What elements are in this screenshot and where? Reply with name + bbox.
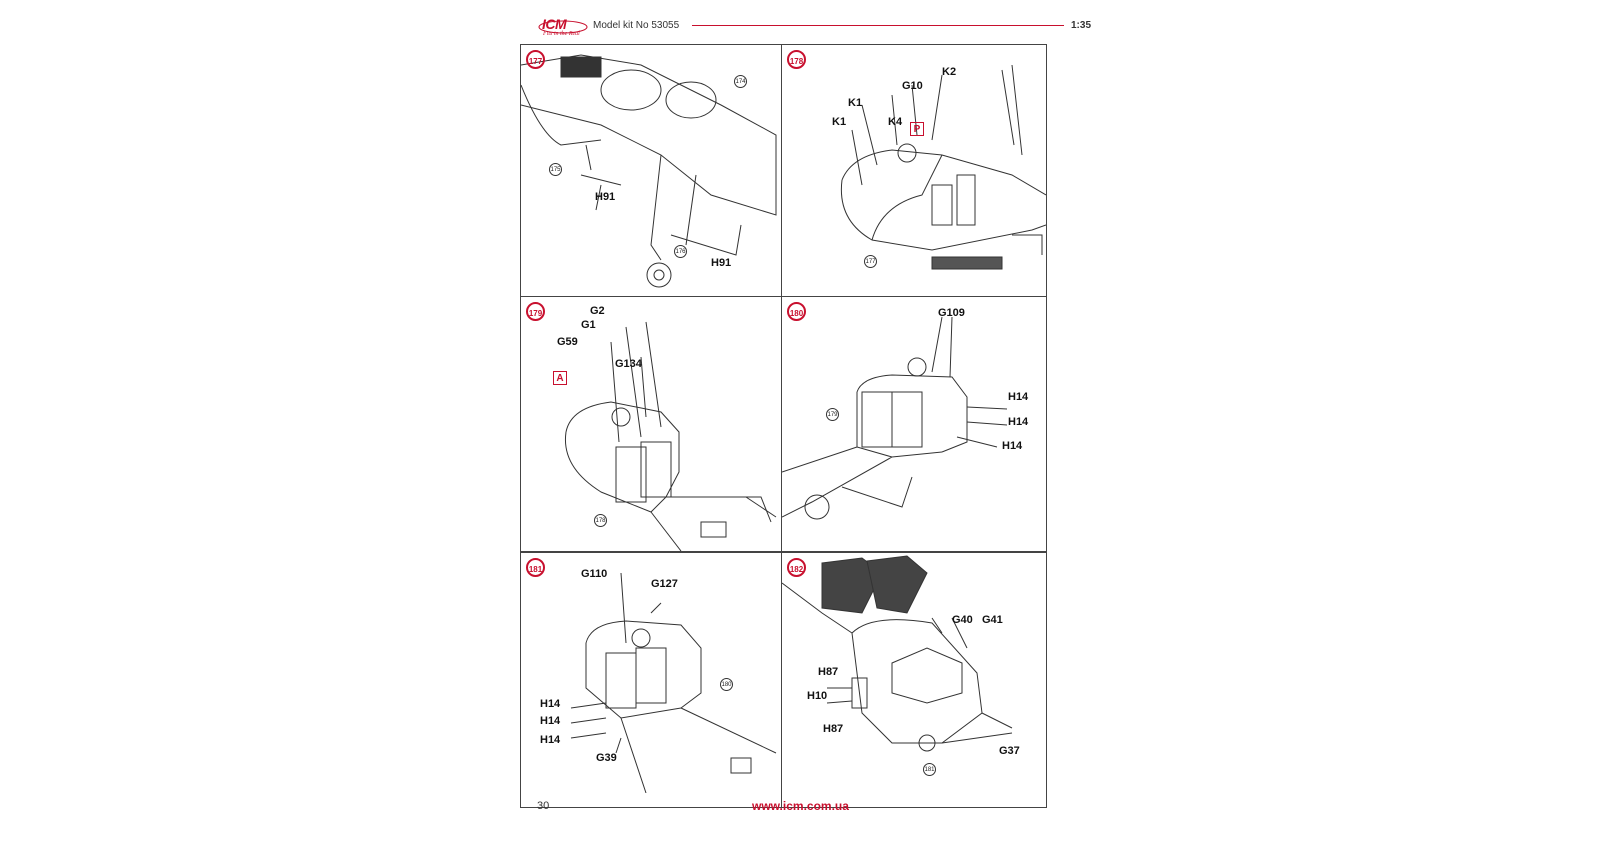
step-181-drawing (570, 572, 777, 793)
paint-callout: P (910, 122, 924, 136)
part-label: H91 (711, 257, 732, 269)
part-label: G109 (938, 307, 965, 319)
part-label: G2 (590, 305, 605, 317)
brand-name: ICM (542, 16, 567, 32)
step-number: 180 (787, 302, 806, 321)
kit-number: Model kit No 53055 (593, 20, 680, 31)
part-label: K1 (848, 97, 863, 109)
part-label: K1 (832, 116, 847, 128)
part-label: H14 (1008, 391, 1029, 403)
step-177-panel: 177 H91 H91 174 175 176 (520, 44, 786, 300)
part-label: G39 (596, 752, 617, 764)
step-number: 181 (526, 558, 545, 577)
brand-tagline: Fits in the Real (543, 31, 580, 37)
part-label: H14 (540, 715, 561, 727)
step-181-panel: 181 G110 G127 H14 H14 H14 G39 180 (520, 552, 786, 808)
part-label: G41 (982, 614, 1003, 626)
step-182-drawing (782, 555, 1013, 752)
step-number: 179 (526, 302, 545, 321)
part-label: H87 (823, 723, 844, 735)
part-label: G127 (651, 578, 678, 590)
part-label: G1 (581, 319, 596, 331)
step-180-panel: 180 G109 H14 H14 H14 179 (781, 296, 1047, 552)
part-label: G37 (999, 745, 1020, 757)
part-label: H87 (818, 666, 839, 678)
part-label: G110 (581, 568, 608, 580)
step-ref: 174 (734, 75, 747, 88)
step-number: 182 (787, 558, 806, 577)
part-label: H14 (1002, 440, 1023, 452)
step-182-panel: 182 G40 G41 H87 H10 H87 G37 181 (781, 552, 1047, 808)
part-label: K2 (942, 66, 957, 78)
part-label: G40 (952, 614, 973, 626)
part-label: K4 (888, 116, 903, 128)
step-ref: 181 (923, 763, 936, 776)
page-number: 30 (537, 800, 550, 812)
page-header: ICM Fits in the Real Model kit No 53055 … (537, 10, 1091, 42)
step-178-panel: 178 K2 G10 K1 K1 K4 P 177 (781, 44, 1047, 300)
header-rule (692, 25, 1064, 26)
step-ref: 180 (720, 678, 733, 691)
part-label: G59 (557, 336, 578, 348)
step-number: 178 (787, 50, 806, 69)
step-ref: 178 (594, 514, 607, 527)
step-ref: 175 (549, 163, 562, 176)
website-link[interactable]: www.icm.com.ua (752, 799, 849, 813)
step-180-drawing (782, 316, 1008, 520)
step-ref: 179 (826, 408, 839, 421)
step-179-panel: 179 G2 G1 G59 G134 A 178 (520, 296, 786, 552)
scale-label: 1:35 (1070, 20, 1091, 31)
part-label: H91 (595, 191, 616, 203)
part-label: H14 (540, 734, 561, 746)
paint-callout: A (553, 371, 567, 385)
part-label: H10 (807, 690, 828, 702)
step-177-drawing (521, 54, 777, 288)
step-ref: 176 (674, 245, 687, 258)
part-label: H14 (540, 698, 561, 710)
step-178-drawing (840, 64, 1046, 270)
step-ref: 177 (864, 255, 877, 268)
part-label: G10 (902, 80, 923, 92)
step-number: 177 (526, 50, 545, 69)
step-179-drawing (564, 321, 777, 551)
part-label: H14 (1008, 416, 1029, 428)
instruction-page: ICM Fits in the Real Model kit No 53055 … (520, 10, 1091, 848)
icm-logo: ICM Fits in the Real (537, 16, 589, 38)
part-label: G134 (615, 358, 642, 370)
